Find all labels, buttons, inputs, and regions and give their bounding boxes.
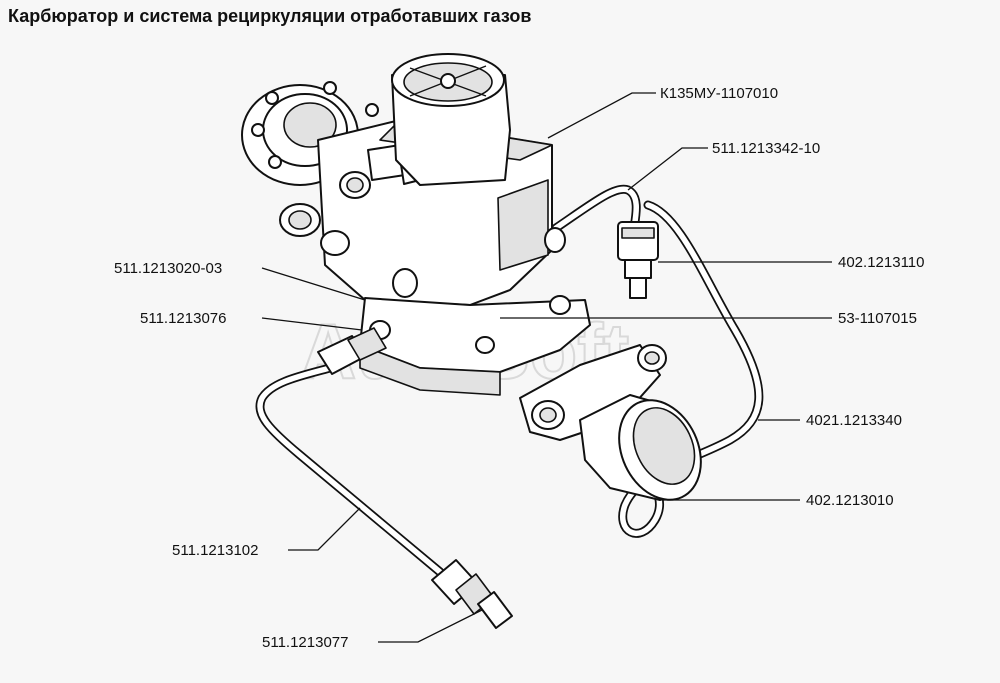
lower-egr-pipe bbox=[255, 363, 445, 577]
label-spacer: 53-1107015 bbox=[838, 310, 917, 327]
leader-lines bbox=[261, 92, 832, 643]
label-pipe-right: 4021.1213340 bbox=[806, 412, 902, 429]
label-pipe-upper: 511.1213342-10 bbox=[712, 140, 820, 157]
label-fitting-right: 402.1213110 bbox=[838, 254, 924, 271]
label-fitting-left: 511.1213076 bbox=[140, 310, 226, 327]
label-carburetor: К135МУ-1107010 bbox=[660, 85, 778, 102]
diagram-title: Карбюратор и система рециркуляции отрабо… bbox=[8, 6, 532, 26]
right-pipe-fitting bbox=[617, 221, 659, 299]
left-pipe-fitting bbox=[317, 327, 387, 375]
label-gasket: 511.1213020-03 bbox=[114, 260, 222, 277]
label-fitting-bottom: 511.1213077 bbox=[262, 634, 348, 651]
egr-valve bbox=[519, 344, 702, 501]
carburetor-body bbox=[241, 53, 566, 306]
bottom-pipe-fitting bbox=[431, 559, 513, 629]
label-valve: 402.1213010 bbox=[806, 492, 894, 509]
upper-egr-pipe bbox=[551, 184, 641, 233]
label-pipe-lower: 511.1213102 bbox=[172, 542, 258, 559]
